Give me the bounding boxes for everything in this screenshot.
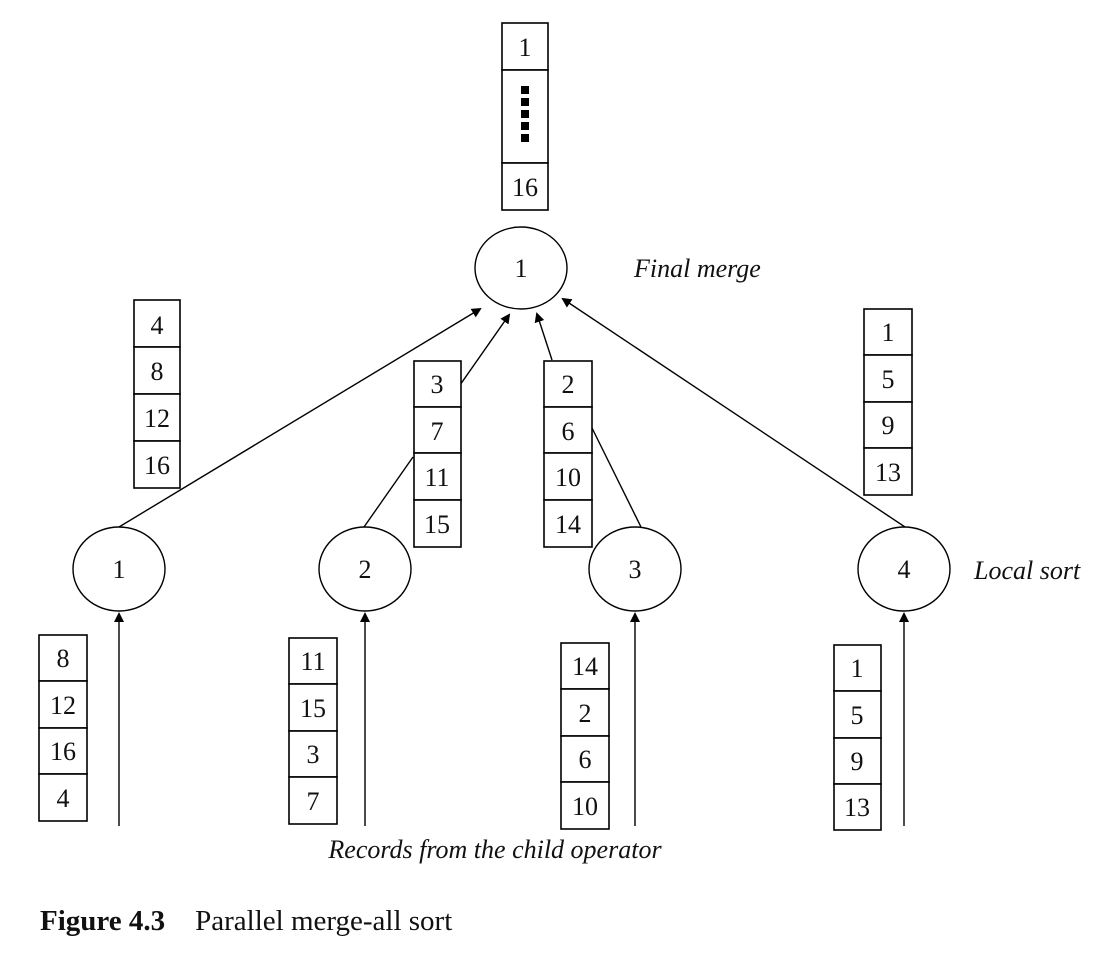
local-node-3-label: 3 (629, 555, 642, 584)
input-1-item: 12 (50, 691, 76, 720)
local-sort-node-2: 2 (318, 526, 412, 612)
sorted-stack-3: 2 6 10 14 (543, 360, 593, 548)
sorted-2-item: 15 (424, 510, 450, 539)
sorted-stack-4: 1 5 9 13 (863, 308, 913, 496)
sorted-3-item: 6 (562, 417, 575, 446)
local-sort-node-3: 3 (588, 526, 682, 612)
input-1-item: 16 (50, 737, 76, 766)
edge-node2-to-merge (459, 313, 511, 386)
records-label: Records from the child operator (327, 835, 662, 864)
output-stack-top-cell (501, 22, 549, 71)
sorted-4-item: 13 (875, 458, 901, 487)
sorted-1-item: 12 (144, 404, 170, 433)
local-node-1-label: 1 (113, 555, 126, 584)
input-3-item: 14 (572, 652, 598, 681)
input-2-item: 7 (307, 787, 320, 816)
local-node-4-label: 4 (898, 555, 911, 584)
final-merge-node-label: 1 (515, 254, 528, 283)
output-stack: 1 16 (501, 22, 549, 211)
input-stack-3: 14 2 6 10 (560, 642, 610, 830)
edge-node3-to-merge (534, 312, 553, 361)
figure-title: Parallel merge-all sort (195, 905, 453, 937)
input-4-item: 1 (851, 654, 864, 683)
sorted-2-item: 7 (431, 417, 444, 446)
ellipsis-dots (521, 86, 529, 142)
edge-node3-lower (591, 427, 642, 528)
output-stack-last-value: 16 (512, 173, 538, 202)
final-merge-node: 1 (474, 226, 568, 310)
input-4-item: 13 (844, 793, 870, 822)
sorted-1-item: 16 (144, 451, 170, 480)
sorted-3-item: 2 (562, 370, 575, 399)
sorted-2-item: 3 (431, 370, 444, 399)
local-node-2-label: 2 (359, 555, 372, 584)
input-2-item: 11 (300, 647, 325, 676)
output-stack-bottom-cell (501, 162, 549, 211)
input-3-item: 2 (579, 699, 592, 728)
input-stack-1: 8 12 16 4 (38, 634, 88, 822)
input-stack-4: 1 5 9 13 (833, 644, 882, 831)
input-3-item: 6 (579, 745, 592, 774)
local-sort-label: Local sort (973, 556, 1081, 585)
edge-node4-to-merge (561, 297, 906, 528)
sorted-3-item: 10 (555, 463, 581, 492)
input-4-item: 9 (851, 747, 864, 776)
final-merge-label: Final merge (633, 254, 761, 283)
input-4-item: 5 (851, 701, 864, 730)
sorted-stack-1: 4 8 12 16 (133, 299, 181, 489)
input-2-item: 3 (307, 740, 320, 769)
input-stack-2: 11 15 3 7 (288, 637, 338, 825)
sorted-stack-2: 3 7 11 15 (413, 360, 462, 548)
merge-edges (118, 297, 906, 528)
local-sort-node-1: 1 (72, 526, 166, 612)
sorted-2-item: 11 (424, 463, 449, 492)
output-stack-first-value: 1 (519, 33, 532, 62)
input-1-item: 4 (57, 784, 70, 813)
input-arrows (114, 612, 909, 826)
input-3-item: 10 (572, 792, 598, 821)
sorted-4-item: 9 (882, 411, 895, 440)
figure-number: Figure 4.3 (40, 905, 166, 937)
edge-node1-to-merge (118, 307, 482, 528)
sorted-4-item: 1 (882, 318, 895, 347)
sorted-3-item: 14 (555, 510, 581, 539)
sorted-4-item: 5 (882, 365, 895, 394)
input-1-item: 8 (57, 644, 70, 673)
local-sort-node-4: 4 (857, 526, 951, 612)
sorted-1-item: 8 (151, 357, 164, 386)
input-2-item: 15 (300, 694, 326, 723)
sorted-1-item: 4 (151, 311, 164, 340)
edge-node2-lower (363, 456, 414, 528)
figure-caption: Figure 4.3 Parallel merge-all sort (40, 905, 452, 938)
